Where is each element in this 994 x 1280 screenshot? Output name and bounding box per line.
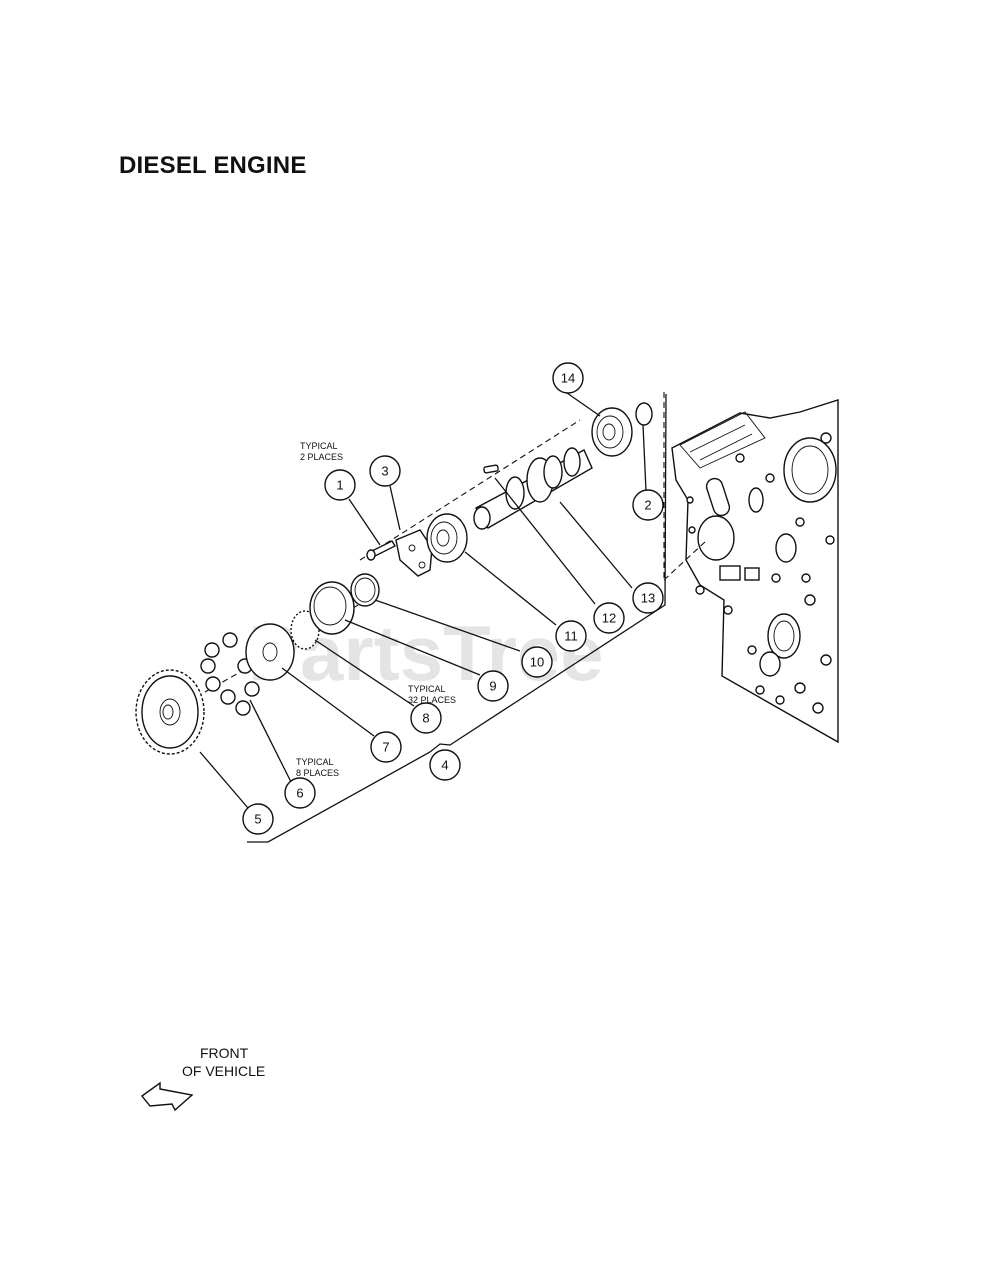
- svg-text:TYPICAL: TYPICAL: [296, 757, 334, 767]
- svg-text:5: 5: [254, 812, 261, 827]
- callout-7: 7: [370, 731, 402, 763]
- camshaft-part: [473, 447, 593, 530]
- svg-text:3: 3: [381, 464, 388, 479]
- callout-4: 4: [429, 749, 461, 781]
- svg-text:2 PLACES: 2 PLACES: [300, 452, 343, 462]
- callout-10: 10: [521, 646, 553, 678]
- svg-text:11: 11: [564, 629, 578, 644]
- race-part: [309, 581, 355, 635]
- svg-text:6: 6: [296, 786, 303, 801]
- retainer-part: [395, 529, 433, 577]
- callout-9: 9: [477, 670, 509, 702]
- callout-2: 2: [632, 489, 664, 521]
- gear-part: [135, 669, 205, 755]
- note-typical-8: TYPICAL 8 PLACES: [296, 757, 339, 778]
- ball-parts: [200, 632, 260, 716]
- svg-text:7: 7: [382, 740, 389, 755]
- svg-text:1: 1: [336, 478, 343, 493]
- callout-1: 1: [324, 469, 356, 501]
- svg-text:8 PLACES: 8 PLACES: [296, 768, 339, 778]
- svg-text:12: 12: [602, 611, 616, 626]
- callout-3: 3: [369, 455, 401, 487]
- svg-text:TYPICAL: TYPICAL: [408, 684, 446, 694]
- ring-part: [350, 573, 380, 607]
- svg-text:32 PLACES: 32 PLACES: [408, 695, 456, 705]
- callout-12: 12: [593, 602, 625, 634]
- bearing-part: [426, 513, 468, 563]
- svg-text:13: 13: [641, 591, 655, 606]
- callout-5: 5: [242, 803, 274, 835]
- engine-block: [671, 399, 839, 744]
- svg-text:8: 8: [422, 711, 429, 726]
- svg-text:OF VEHICLE: OF VEHICLE: [182, 1063, 265, 1079]
- callout-13: 13: [632, 582, 664, 614]
- kit-bracket-line: [247, 393, 667, 843]
- callout-14: 14: [552, 362, 584, 394]
- svg-text:10: 10: [530, 655, 544, 670]
- page-title: DIESEL ENGINE: [119, 152, 307, 179]
- svg-text:9: 9: [489, 679, 496, 694]
- svg-text:FRONT: FRONT: [200, 1045, 249, 1061]
- svg-text:TYPICAL: TYPICAL: [300, 441, 338, 451]
- circlip-part: [635, 402, 653, 426]
- front-of-vehicle-label: FRONT OF VEHICLE: [182, 1045, 265, 1079]
- note-typical-2: TYPICAL 2 PLACES: [300, 441, 343, 462]
- bolt-part: [366, 540, 396, 561]
- washer-part: [245, 623, 295, 681]
- callout-11: 11: [555, 620, 587, 652]
- svg-text:14: 14: [561, 371, 575, 386]
- note-typical-32: TYPICAL 32 PLACES: [408, 684, 456, 705]
- svg-text:2: 2: [644, 498, 651, 513]
- rear-bearing-part: [591, 407, 633, 457]
- callout-8: 8: [410, 702, 442, 734]
- svg-text:4: 4: [441, 758, 448, 773]
- callout-6: 6: [284, 777, 316, 809]
- arrow-left-icon: [140, 1081, 194, 1112]
